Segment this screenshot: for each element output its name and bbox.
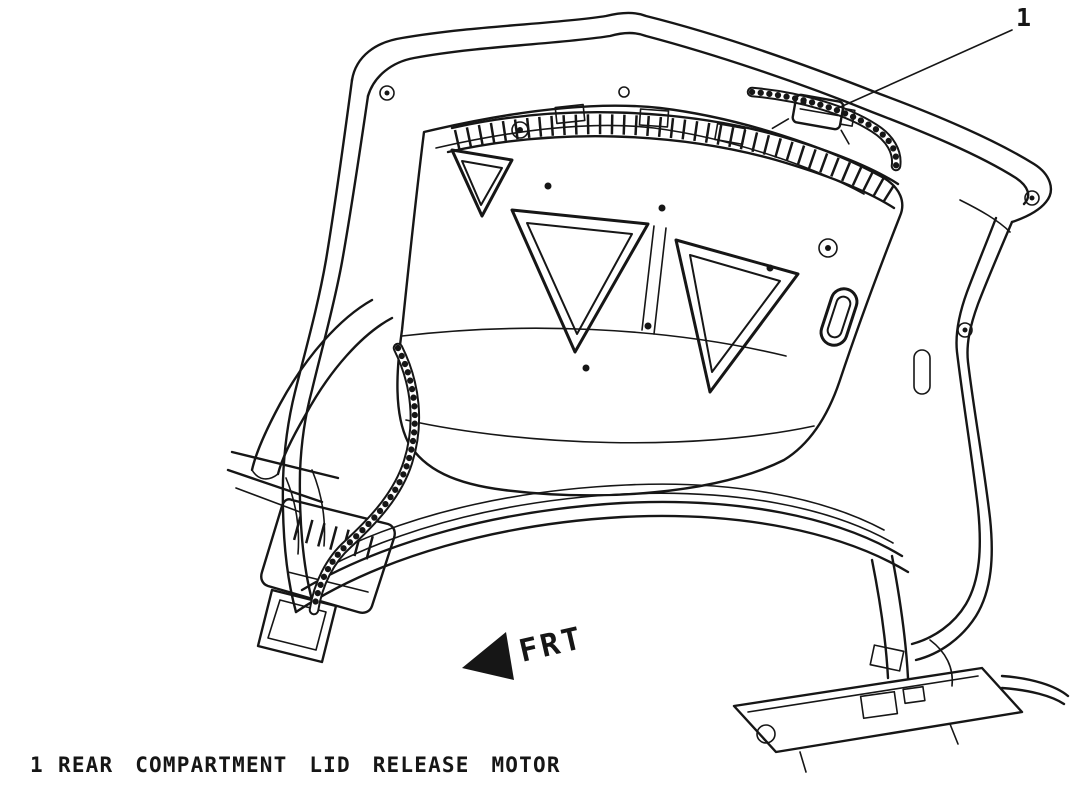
bracket-plate-outer — [260, 498, 396, 614]
legend: 1 REAR COMPARTMENT LID RELEASE MOTOR — [30, 753, 561, 777]
lid-top-edge-inner — [366, 31, 1030, 206]
inner-panel-outline — [396, 104, 904, 497]
support-strut-left — [870, 558, 890, 680]
left-triangle-outer — [510, 208, 650, 354]
bottom-sweep-4 — [351, 483, 885, 545]
motor-connector — [839, 107, 856, 127]
frt-label: FRT — [516, 620, 587, 670]
left-triangle-inner — [526, 222, 633, 335]
motor-mount-right — [840, 129, 850, 145]
hinge-arm-outer — [250, 298, 374, 472]
side-rod-lower — [1000, 686, 1066, 706]
grommet-dot-right — [825, 245, 831, 251]
top-loom-beads — [748, 88, 900, 170]
legend-item-label: REAR COMPARTMENT LID RELEASE MOTOR — [58, 753, 561, 777]
frt-direction-arrow-icon — [462, 632, 514, 680]
package-shelf-line-3 — [235, 487, 301, 513]
callout-1: 1 — [837, 3, 1031, 109]
motor-mount-left — [771, 118, 790, 130]
mount-plate-tab-1 — [859, 690, 899, 720]
wire-looms — [308, 86, 902, 616]
cross-member-hatching — [453, 114, 899, 205]
motor-bolt — [800, 99, 807, 106]
slot-right-outer — [819, 287, 859, 347]
bolt-hole-top-center — [618, 86, 630, 98]
grommet-right — [818, 238, 838, 258]
plate-foot-right — [949, 723, 959, 745]
lid-right-rail-inner — [910, 216, 998, 646]
bolt-hole-upper-panel — [511, 121, 529, 139]
bracket-tab-1 — [554, 103, 586, 125]
hinge-arm-inner — [276, 316, 394, 476]
inner-panel-top-line — [435, 124, 865, 195]
panel-crease-lower — [405, 419, 815, 444]
panel-rivet-2 — [658, 204, 666, 212]
lid-outline — [281, 11, 1053, 662]
panel-crease-upper — [401, 327, 787, 357]
corner-brace-line — [959, 199, 1011, 233]
small-triangle-inner — [461, 160, 503, 206]
panel-rivet-4 — [644, 322, 652, 330]
release-motor — [771, 93, 856, 145]
right-triangle-outer — [674, 238, 800, 394]
hinge-link-left — [285, 477, 300, 555]
cross-member — [446, 103, 900, 210]
slot-right-inner — [826, 295, 852, 339]
small-triangle-outer — [450, 148, 514, 218]
lid-top-edge-outer — [350, 11, 1053, 224]
frt-marker: FRT — [462, 620, 587, 680]
mount-plate-inner-edge — [747, 675, 979, 713]
bottom-sweep-2 — [300, 500, 904, 592]
bolt-hole-top-left — [379, 85, 395, 101]
center-rib-right — [653, 227, 667, 335]
center-rib-left — [641, 225, 655, 331]
bracket-tab-3 — [714, 122, 746, 146]
bolt-hole-top-right — [1024, 190, 1040, 206]
bracket-plate-inner-line — [287, 571, 369, 593]
bolt-dot-top-left — [384, 90, 390, 96]
callout-number: 1 — [1016, 3, 1031, 32]
bolt-dot-upper-panel — [517, 127, 523, 133]
legend-item-number: 1 — [30, 753, 44, 777]
side-rod-upper — [1000, 674, 1070, 698]
latch-bracket — [869, 644, 905, 672]
mount-plate-tab-2 — [902, 685, 926, 705]
vent-triangles — [450, 148, 800, 394]
plate-foot-left — [799, 751, 807, 773]
latch-hook — [929, 639, 954, 687]
lid-right-rail-outer — [914, 220, 1014, 662]
bracket-tab-2 — [638, 108, 670, 128]
cross-member-upper-line — [450, 111, 900, 186]
bottom-sweep-1 — [294, 514, 910, 614]
bolt-dot-top-right — [1029, 195, 1035, 201]
callout-leader-line — [837, 29, 1013, 109]
panel-rivet-1 — [544, 182, 552, 190]
motor-body-line — [799, 108, 839, 117]
hinge-arm-endcap — [251, 469, 279, 480]
bolt-hole-right-rail — [957, 322, 973, 338]
panel-rivet-3 — [766, 264, 774, 272]
lower-plate-outer — [256, 588, 338, 664]
package-shelf-line-2 — [226, 468, 324, 504]
bottom-right-bracket — [732, 554, 1070, 773]
inner-panel — [396, 104, 904, 497]
cross-member-lower-line — [446, 135, 896, 210]
right-triangle-inner — [689, 254, 781, 373]
panel-rivet-5 — [582, 364, 590, 372]
bolt-dot-right-rail — [962, 327, 968, 333]
left-loom-beads — [310, 344, 418, 614]
support-strut-right — [890, 554, 910, 680]
mount-plate-hole — [756, 724, 776, 744]
package-shelf-line-1 — [230, 450, 340, 480]
lid-left-edge-outer — [281, 78, 354, 614]
right-side-details — [818, 199, 1011, 347]
bracket-hatching — [292, 516, 382, 562]
mount-plate-outline — [732, 666, 1024, 754]
slot-right-rail — [913, 349, 931, 395]
hinge-arm — [226, 298, 394, 555]
